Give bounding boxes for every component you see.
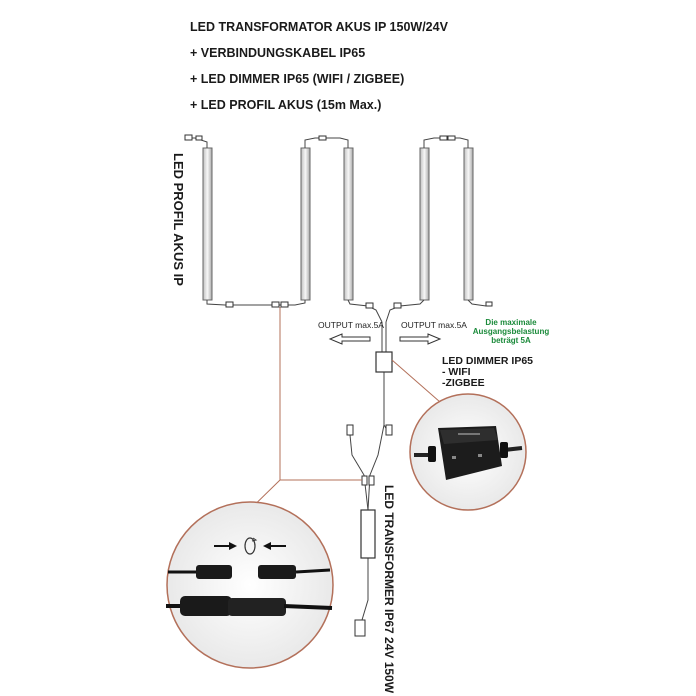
transformer-box — [360, 509, 376, 559]
transformer-vertical-label: LED TRANSFORMER IP67 24V 150W — [382, 485, 396, 694]
led-profile-4 — [419, 147, 430, 301]
dimmer-box — [375, 351, 393, 373]
header-line-1: LED TRANSFORMATOR AKUS IP 150W/24V — [190, 20, 448, 34]
led-profile-1 — [202, 147, 213, 301]
profile-vertical-label: LED PROFIL AKUS IP — [171, 153, 186, 286]
led-profiles — [202, 147, 474, 301]
output-arrows — [328, 333, 442, 345]
load-note: Die maximale Ausgangsbelastung beträgt 5… — [466, 318, 556, 345]
output-label-right: OUTPUT max.5A — [401, 320, 467, 330]
header-line-4: + LED PROFIL AKUS (15m Max.) — [190, 98, 382, 112]
load-note-line-2: Ausgangsbelastung — [472, 327, 550, 336]
led-profile-3 — [343, 147, 354, 301]
output-label-left: OUTPUT max.5A — [318, 320, 384, 330]
load-note-line-1: Die maximale — [485, 318, 537, 327]
dimmer-zigbee: -ZIGBEE — [442, 377, 485, 389]
load-note-line-3: beträgt 5A — [491, 336, 531, 345]
cable-connectors — [184, 134, 493, 637]
output-arrow-right — [399, 333, 442, 345]
led-profile-2 — [300, 147, 311, 301]
connector-photo-circle — [166, 501, 334, 669]
led-profile-5 — [463, 147, 474, 301]
dimmer-label: LED DIMMER IP65 - WIFI -ZIGBEE — [442, 356, 533, 389]
dimmer-photo-circle — [409, 393, 527, 511]
dimmer-wifi: - WIFI — [442, 366, 471, 378]
output-arrow-left — [328, 333, 371, 345]
dimmer-title: LED DIMMER IP65 — [442, 355, 534, 367]
header-line-3: + LED DIMMER IP65 (WIFI / ZIGBEE) — [190, 72, 405, 86]
header-line-2: + VERBINDUNGSKABEL IP65 — [190, 46, 366, 60]
